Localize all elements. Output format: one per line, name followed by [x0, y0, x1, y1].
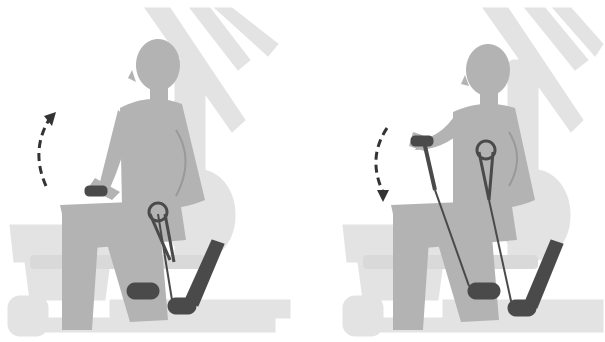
curved-arrow-up-icon — [39, 112, 56, 186]
end-position-drawing — [303, 0, 605, 342]
curved-arrow-down-icon — [376, 128, 389, 202]
panel-end-position — [303, 0, 605, 342]
start-position-drawing — [0, 0, 302, 342]
panel-start-position — [0, 0, 302, 342]
